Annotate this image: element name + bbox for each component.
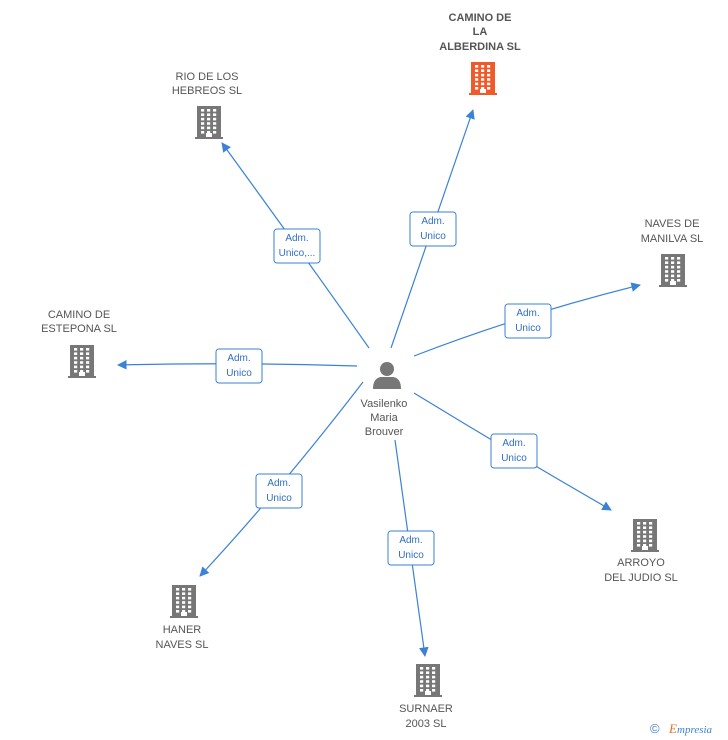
company-name-line[interactable]: CAMINO DE [48, 309, 110, 321]
edge-label-line: Unico [515, 323, 541, 334]
edge-label-line: Adm. [421, 216, 444, 227]
brand-initial: E [668, 721, 677, 736]
company-name-line[interactable]: HEBREOS SL [172, 85, 242, 97]
edge-label-line: Unico [420, 231, 446, 242]
edge-label-line: Adm. [516, 308, 539, 319]
edge-label-naves-de-manilva[interactable]: Adm. Unico [504, 303, 552, 339]
edge-label-line: Adm. [502, 438, 525, 449]
watermark: © E mpresia [650, 721, 713, 736]
company-name-line[interactable]: 2003 SL [406, 718, 447, 730]
company-name-line[interactable]: ESTEPONA SL [41, 323, 117, 335]
copyright-symbol: © [650, 721, 660, 736]
company-name-line[interactable]: DEL JUDIO SL [604, 572, 678, 584]
edge-label-line: Adm. [227, 353, 250, 364]
edge-label-line: Unico [398, 550, 424, 561]
edge-label-surnaer-2003[interactable]: Adm. Unico [387, 530, 435, 566]
company-name-line[interactable]: CAMINO DE [449, 12, 512, 24]
company-name-line[interactable]: NAVES DE [645, 218, 700, 230]
company-name-line[interactable]: SURNAER [399, 703, 453, 715]
edge-label-line: Unico,... [279, 248, 316, 259]
company-name-line[interactable]: ALBERDINA SL [439, 41, 521, 53]
edge-labels-layer: Adm.UnicoAdm.Unico,...Adm.UnicoAdm.Unico… [215, 211, 552, 566]
edge-label-line: Adm. [267, 478, 290, 489]
edge-label-haner-naves[interactable]: Adm. Unico [255, 473, 303, 509]
building-icon[interactable] [631, 519, 659, 552]
building-icon[interactable] [659, 254, 687, 287]
building-icon[interactable] [195, 106, 223, 139]
edge-label-camino-de-la-alberdina[interactable]: Adm. Unico [409, 211, 457, 247]
nodes-layer: CAMINO DE LA ALBERDINA SL RIO DE LOS HEBREOS… [41, 12, 703, 730]
person-name-line[interactable]: Vasilenko [361, 398, 408, 410]
building-icon[interactable] [68, 345, 96, 378]
company-name-line[interactable]: RIO DE LOS [176, 71, 239, 83]
edge-label-line: Unico [226, 368, 252, 379]
building-icon[interactable] [414, 664, 442, 697]
brand-name: mpresia [677, 724, 713, 736]
edge-label-line: Unico [266, 493, 292, 504]
building-icon[interactable] [469, 62, 497, 95]
company-name-line[interactable]: NAVES SL [156, 639, 209, 651]
person-name-line[interactable]: Brouver [365, 426, 404, 438]
edge-label-line: Adm. [399, 535, 422, 546]
building-icon[interactable] [170, 585, 198, 618]
edge-label-line: Unico [501, 453, 527, 464]
edge-label-camino-de-estepona[interactable]: Adm. Unico [215, 348, 263, 384]
company-name-line[interactable]: LA [473, 26, 488, 38]
person-icon[interactable] [373, 362, 401, 389]
edge-label-line: Adm. [285, 233, 308, 244]
company-name-line[interactable]: ARROYO [617, 557, 665, 569]
person-name-line[interactable]: Maria [370, 412, 398, 424]
edge-label-arroyo-del-judio[interactable]: Adm. Unico [490, 433, 538, 469]
company-name-line[interactable]: HANER [163, 624, 202, 636]
edge-label-rio-de-los-hebreos[interactable]: Adm. Unico,... [273, 228, 321, 264]
company-name-line[interactable]: MANILVA SL [641, 233, 704, 245]
